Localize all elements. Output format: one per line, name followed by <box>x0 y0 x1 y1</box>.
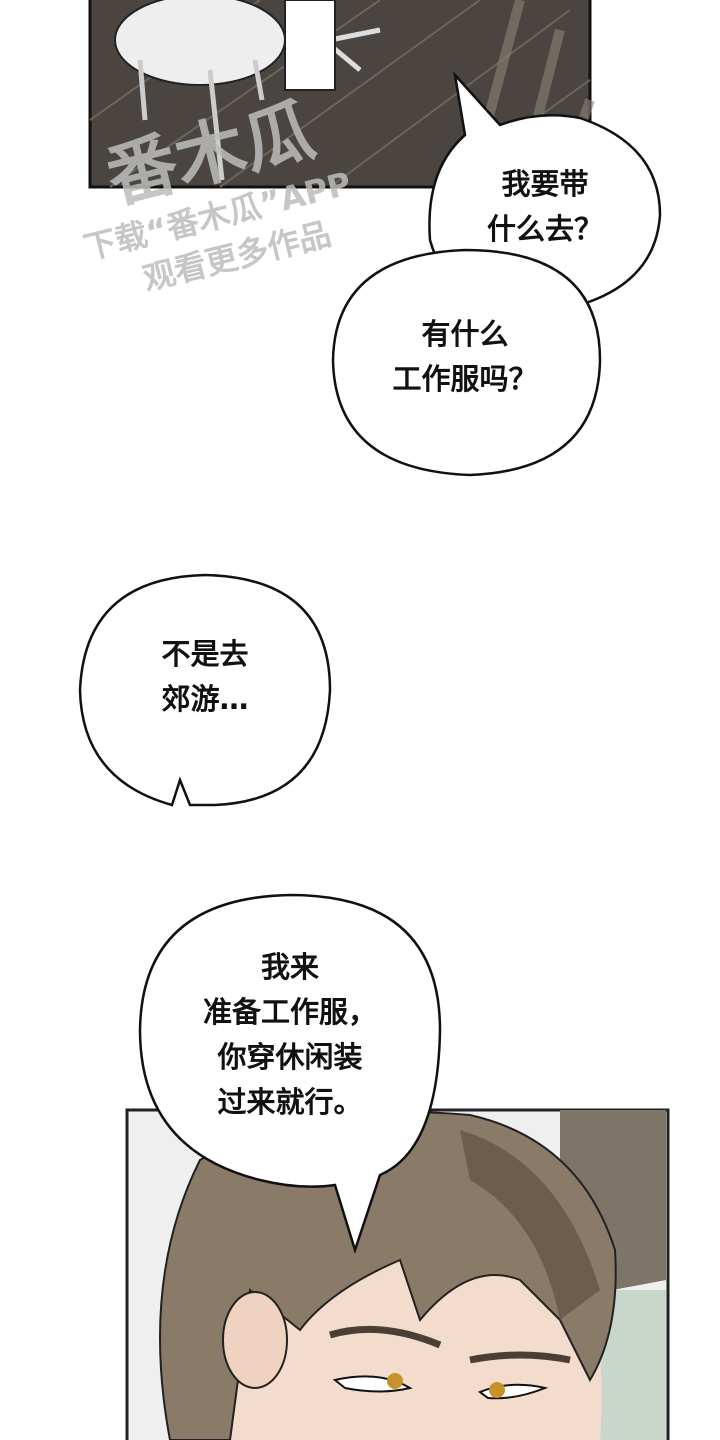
eye <box>387 1373 403 1389</box>
bubble-line: 过来就行。 <box>217 1085 363 1119</box>
bubble-line: 不是去 <box>161 637 249 671</box>
bubble-4-text: 我来 准备工作服， 你穿休闲装 过来就行。 <box>180 945 400 1125</box>
bubble-line: 我来 <box>260 950 319 984</box>
speech-bubble-2 <box>331 248 602 477</box>
ear <box>222 1291 288 1389</box>
bubble-line: 你穿休闲装 <box>217 1040 363 1074</box>
bubble-3-text: 不是去 郊游… <box>115 632 295 722</box>
bubble-line: 有什么 <box>421 317 509 351</box>
bubble-line: 郊游… <box>161 682 249 716</box>
speech-bubble-3 <box>78 573 332 807</box>
bubble-line: 什么去？ <box>486 212 603 246</box>
bubble-line: 工作服吗？ <box>392 362 538 396</box>
bubble-1-text: 我要带 什么去？ <box>460 162 630 252</box>
eye <box>489 1382 505 1398</box>
speech-bubble-4 <box>138 893 442 1255</box>
bubble-line: 准备工作服， <box>202 995 377 1029</box>
eyebrow <box>328 1325 442 1349</box>
bubble-2-text: 有什么 工作服吗？ <box>370 312 560 402</box>
bubble-line: 我要带 <box>501 167 589 201</box>
